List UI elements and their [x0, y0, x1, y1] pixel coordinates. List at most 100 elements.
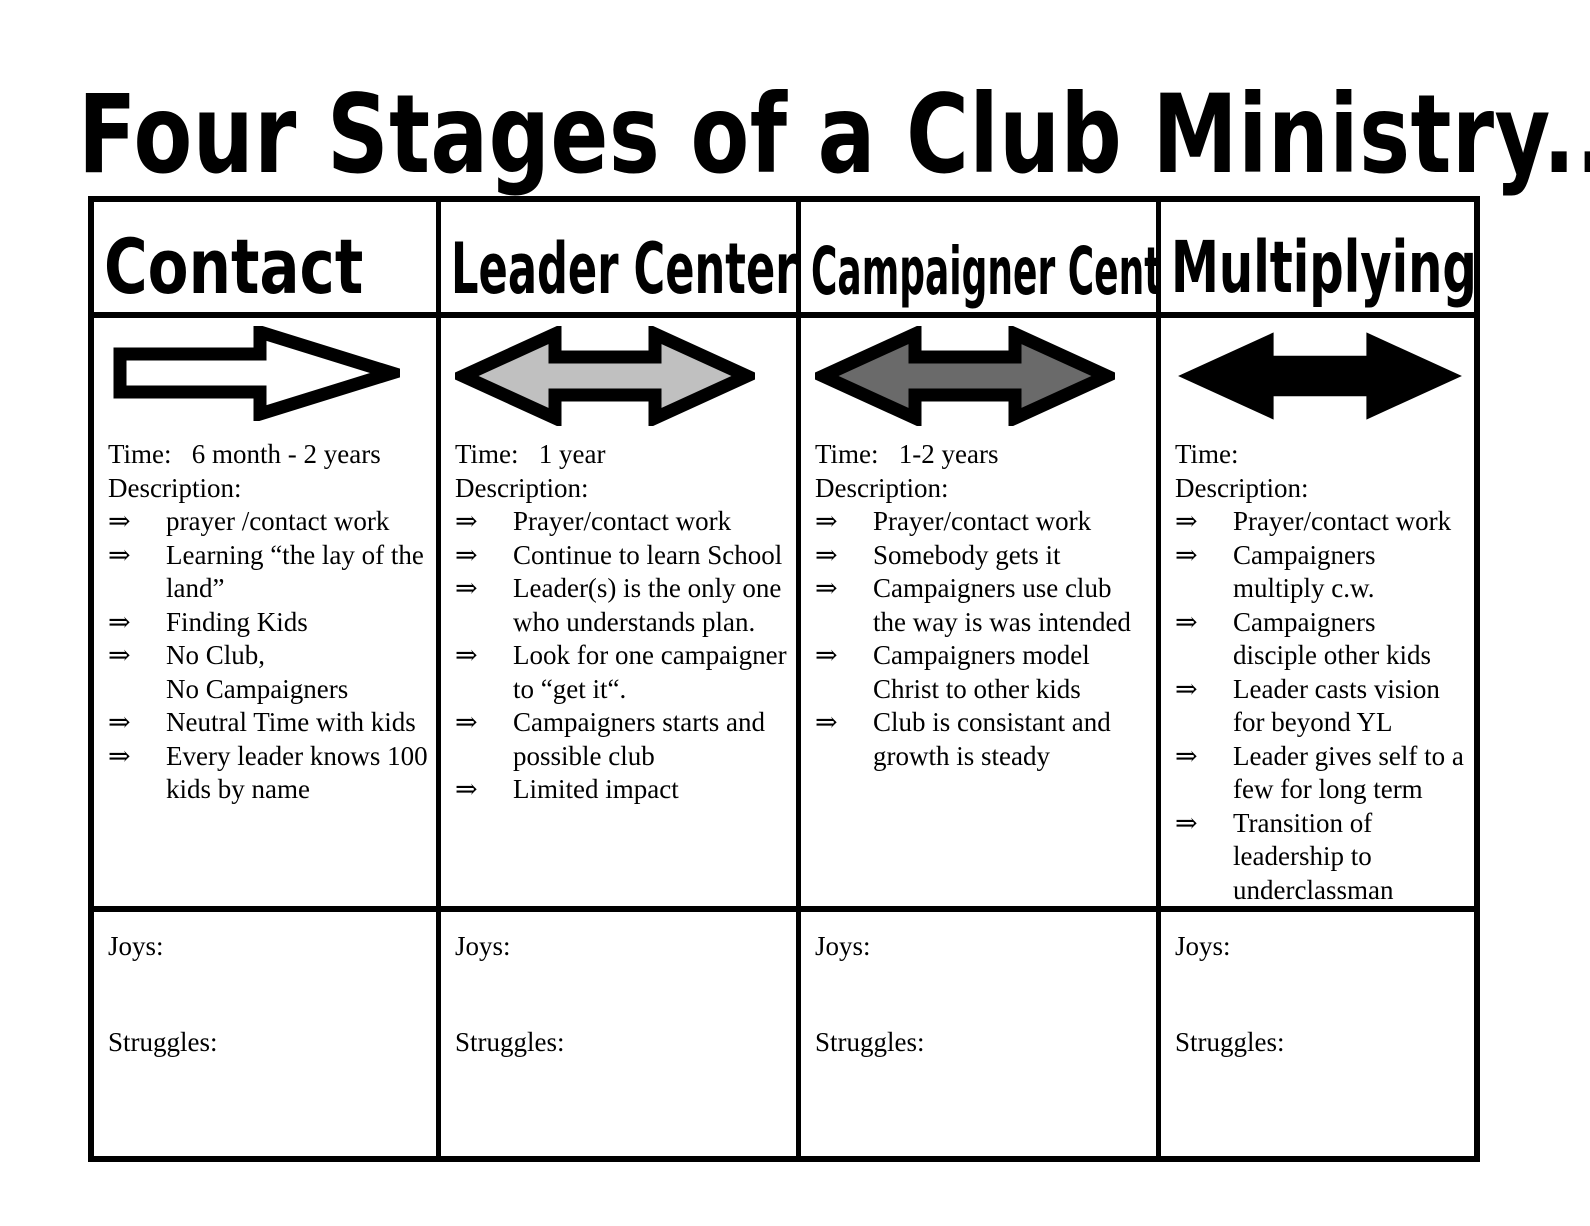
footer-cell-multiplying[interactable]: Joys: Struggles:	[1156, 912, 1474, 1156]
time-label: Time:	[1175, 439, 1239, 469]
double-headed-arrow-icon	[1178, 332, 1462, 420]
time-value: 6 month - 2 years	[191, 439, 381, 469]
joys-label: Joys:	[815, 931, 871, 961]
body-cell-leader-centered: Time: 1 year Description: ⇒Prayer/contac…	[436, 318, 796, 906]
bullet-text: Neutral Time with kids	[166, 707, 416, 737]
bullet-text: Leader(s) is the only one who understand…	[513, 573, 782, 637]
joys-label: Joys:	[455, 931, 511, 961]
list-item: ⇒Campaigners starts and possible club	[455, 706, 788, 773]
bullet-text: Leader gives self to a few for long term	[1233, 740, 1464, 805]
double-arrow-icon: ⇒	[108, 640, 131, 670]
bullet-text: Finding Kids	[166, 606, 308, 637]
bullet-text: Campaigners disciple other kids	[1233, 606, 1431, 671]
table-body-row: Time: 6 month - 2 years Description: ⇒ pr…	[94, 318, 1474, 912]
list-item: ⇒ Every leader knows 100 kids by name	[108, 740, 428, 807]
list-item: ⇒Leader casts vision for beyond YL	[1175, 673, 1466, 740]
bullet-text: Campaigners use club the way is was inte…	[873, 573, 1131, 637]
list-item: ⇒Somebody gets it	[815, 539, 1148, 573]
body-text-contact: Time: 6 month - 2 years Description: ⇒pr…	[108, 438, 428, 807]
body-cell-campaigner-centered: Time: 1-2 years Description: ⇒Prayer/con…	[796, 318, 1156, 906]
double-arrow-icon: ⇒	[815, 707, 838, 737]
list-item: ⇒Continue to learn School	[455, 539, 788, 573]
struggles-label: Struggles:	[108, 1026, 218, 1057]
bullet-text: Club is consistant and growth is steady	[873, 707, 1111, 771]
bullet-text: Transition of leadership to underclassma…	[1233, 807, 1394, 905]
time-label: Time:	[108, 439, 172, 469]
double-arrow-icon: ⇒	[455, 640, 478, 670]
bullet-text: Leader casts vision for beyond YL	[1233, 673, 1440, 738]
double-arrow-icon: ⇒	[815, 539, 838, 570]
arrow-container-contact	[94, 318, 436, 436]
double-arrow-icon: ⇒	[815, 640, 838, 670]
bullet-text: Every leader knows 100 kids by name	[166, 740, 428, 805]
list-item: ⇒ Campaigners multiply c.w.	[1175, 539, 1466, 606]
list-item: ⇒ Leader(s) is the only one who understan…	[455, 572, 788, 639]
footer-cell-campaigner-centered[interactable]: Joys: Struggles:	[796, 912, 1156, 1156]
double-arrow-icon: ⇒	[455, 707, 478, 737]
body-cell-contact: Time: 6 month - 2 years Description: ⇒pr…	[94, 318, 436, 906]
table-header-row: Contact Leader Centered Campaigner Cente…	[94, 202, 1474, 318]
body-text-multiplying: Time: Description: ⇒ Prayer/contact work …	[1175, 438, 1466, 906]
double-headed-arrow-icon	[815, 326, 1115, 426]
bullet-list-multiplying: ⇒ Prayer/contact work ⇒ Campaigners multip…	[1175, 505, 1466, 906]
bullet-text: Campaigners multiply c.w.	[1233, 539, 1376, 604]
list-item: ⇒Neutral Time with kids	[108, 706, 428, 740]
bullet-text: Learning “the lay of the land”	[166, 539, 424, 604]
list-item: ⇒ Campaigners model Christ to other kids	[815, 639, 1148, 706]
joys-answer-area[interactable]	[815, 964, 925, 1026]
stages-table: Contact Leader Centered Campaigner Cente…	[88, 196, 1480, 1162]
time-label: Time:	[815, 439, 879, 469]
time-label: Time:	[455, 439, 519, 469]
body-text-leader-centered: Time: 1 year Description: ⇒Prayer/contac…	[455, 438, 788, 807]
bullet-text: Campaigners model Christ to other kids	[873, 640, 1090, 704]
double-arrow-icon: ⇒	[108, 539, 131, 570]
double-arrow-icon: ⇒	[815, 506, 838, 536]
joys-struggles-leader-centered: Joys: Struggles:	[455, 930, 565, 1059]
footer-cell-leader-centered[interactable]: Joys: Struggles:	[436, 912, 796, 1156]
list-item: ⇒Prayer/contact work	[815, 505, 1148, 539]
joys-label: Joys:	[1175, 931, 1231, 961]
description-label-leader-centered: Description:	[455, 472, 589, 503]
page-title: Four Stages of a Club Ministry...	[78, 71, 1590, 199]
list-item: ⇒Limited impact	[455, 773, 788, 807]
joys-answer-area[interactable]	[108, 964, 218, 1026]
arrow-container-multiplying	[1161, 318, 1474, 436]
double-arrow-icon: ⇒	[455, 573, 478, 603]
joys-answer-area[interactable]	[1175, 964, 1285, 1026]
list-item: ⇒ Campaigners disciple other kids	[1175, 606, 1466, 673]
joys-struggles-campaigner-centered: Joys: Struggles:	[815, 930, 925, 1059]
bullet-list-contact: ⇒ prayer /contact work ⇒ Learning “the lay…	[108, 505, 428, 807]
double-arrow-icon: ⇒	[1175, 539, 1198, 570]
struggles-label: Struggles:	[455, 1026, 565, 1057]
double-arrow-icon: ⇒	[1175, 606, 1198, 637]
bullet-list-leader-centered: ⇒Prayer/contact work ⇒Continue to learn …	[455, 505, 788, 807]
header-cell-multiplying: Multiplying	[1156, 202, 1474, 312]
header-cell-contact: Contact	[94, 202, 436, 312]
double-arrow-icon: ⇒	[108, 740, 131, 771]
footer-cell-contact[interactable]: Joys: Struggles:	[94, 912, 436, 1156]
stage-title-leader-centered: Leader Centered	[451, 228, 796, 310]
list-item: ⇒Look for one campaigner to “get it“.	[455, 639, 788, 706]
bullet-text: prayer /contact work	[166, 506, 390, 536]
joys-struggles-contact: Joys: Struggles:	[108, 930, 218, 1059]
joys-struggles-multiplying: Joys: Struggles:	[1175, 930, 1285, 1059]
double-arrow-icon: ⇒	[455, 506, 478, 536]
struggles-label: Struggles:	[1175, 1026, 1285, 1057]
joys-label: Joys:	[108, 931, 164, 961]
body-text-campaigner-centered: Time: 1-2 years Description: ⇒Prayer/con…	[815, 438, 1148, 773]
double-arrow-icon: ⇒	[815, 573, 838, 603]
table-footer-row: Joys: Struggles: Joys: Struggles: Joys: …	[94, 912, 1474, 1156]
double-headed-arrow-icon	[455, 326, 755, 426]
stage-title-multiplying: Multiplying	[1171, 226, 1474, 310]
joys-answer-area[interactable]	[455, 964, 565, 1026]
double-arrow-icon: ⇒	[1175, 740, 1198, 771]
description-label-multiplying: Description:	[1175, 472, 1309, 503]
bullet-text: Prayer/contact work	[1233, 506, 1452, 536]
double-arrow-icon: ⇒	[108, 606, 131, 637]
time-line-contact: Time: 6 month - 2 years	[108, 438, 428, 472]
bullet-text: No Club,No Campaigners	[166, 640, 349, 704]
list-item: ⇒Prayer/contact work	[455, 505, 788, 539]
time-line-leader-centered: Time: 1 year	[455, 438, 788, 472]
double-arrow-icon: ⇒	[108, 506, 131, 536]
